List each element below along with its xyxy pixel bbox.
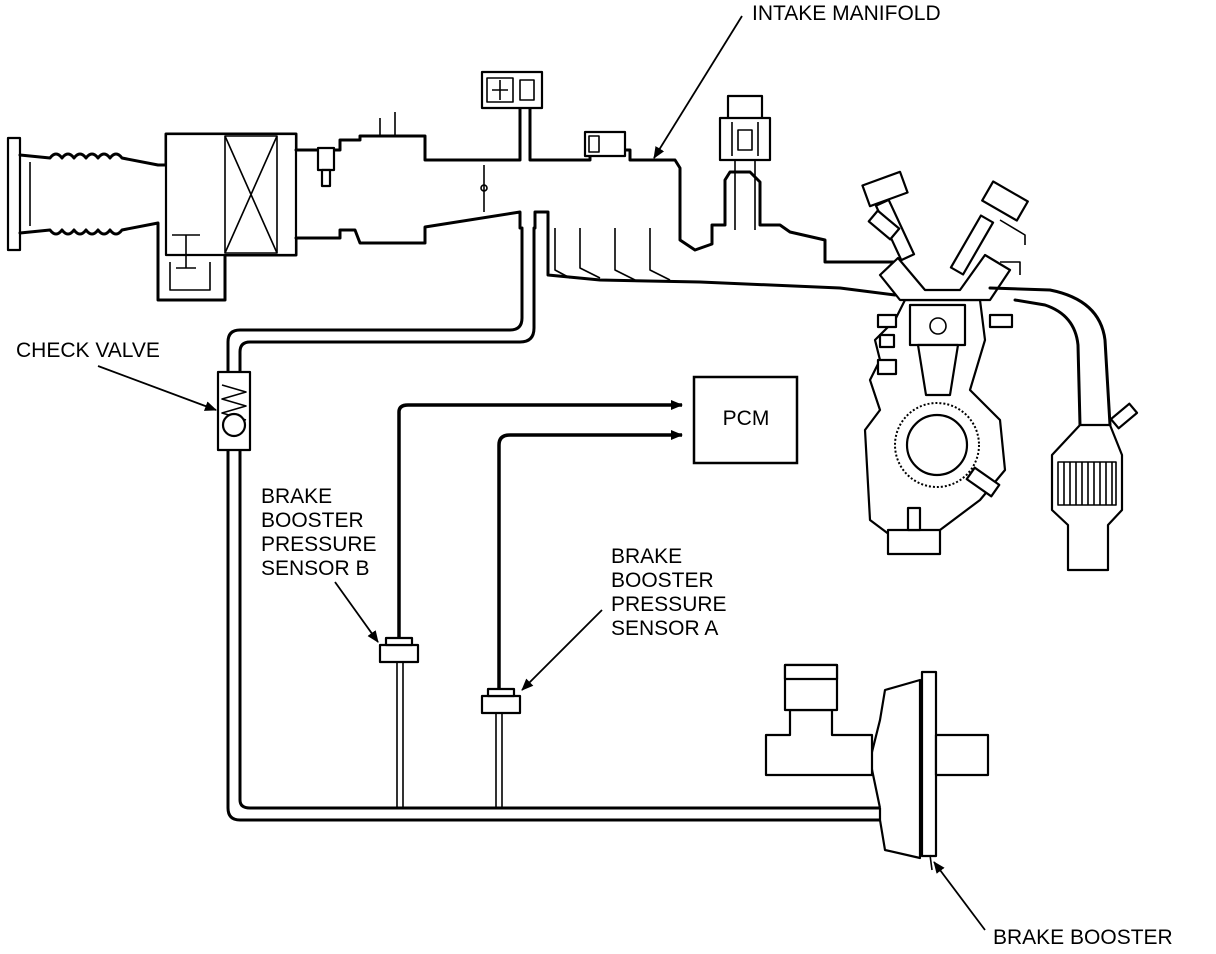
master-cylinder <box>764 663 874 777</box>
air-intake-duct <box>6 132 298 302</box>
sensor-b-label-line-2: BOOSTER <box>261 509 364 532</box>
signal-wire-b <box>397 400 683 638</box>
sensor-b-hose <box>396 662 404 808</box>
brake-booster-pressure-sensor-b <box>378 636 420 664</box>
intake-manifold-sensor <box>583 130 627 158</box>
map-sensor <box>480 70 544 110</box>
sensor-a-hose <box>495 713 503 808</box>
egr-valve <box>718 94 772 230</box>
brake-booster-label: BRAKE BOOSTER <box>993 926 1173 949</box>
intake-manifold-callout: INTAKE MANIFOLD <box>653 2 941 159</box>
exhaust-pipe <box>988 286 1139 572</box>
sensor-b-label-line-1: BRAKE <box>261 485 332 508</box>
pcm-label: PCM <box>723 407 770 430</box>
sensor-a-label-line-1: BRAKE <box>611 545 682 568</box>
pcm-box: PCM <box>692 375 799 465</box>
sensor-b-label-line-3: PRESSURE <box>261 533 377 556</box>
check-valve-label: CHECK VALVE <box>16 339 160 362</box>
engine-block <box>863 298 1014 556</box>
air-cleaner-box <box>164 132 298 291</box>
brake-booster <box>868 670 990 871</box>
check-valve <box>216 370 252 452</box>
sensor-a-label-line-4: SENSOR A <box>611 617 718 640</box>
sensor-b-label-line-4: SENSOR B <box>261 557 370 580</box>
sensor-b-callout: BRAKE BOOSTER PRESSURE SENSOR B <box>261 485 379 643</box>
sensor-a-label-line-2: BOOSTER <box>611 569 714 592</box>
cylinder-head <box>861 170 1029 302</box>
intake-manifold-label: INTAKE MANIFOLD <box>752 2 941 25</box>
brake-booster-callout: BRAKE BOOSTER <box>933 861 1173 949</box>
sensor-a-callout: BRAKE BOOSTER PRESSURE SENSOR A <box>521 545 727 691</box>
brake-booster-pressure-sensor-a <box>480 687 522 715</box>
sensor-a-label-line-3: PRESSURE <box>611 593 727 616</box>
vacuum-hose <box>226 226 882 822</box>
runners <box>554 228 671 281</box>
check-valve-callout: CHECK VALVE <box>16 339 217 411</box>
signal-wire-a <box>497 430 683 689</box>
